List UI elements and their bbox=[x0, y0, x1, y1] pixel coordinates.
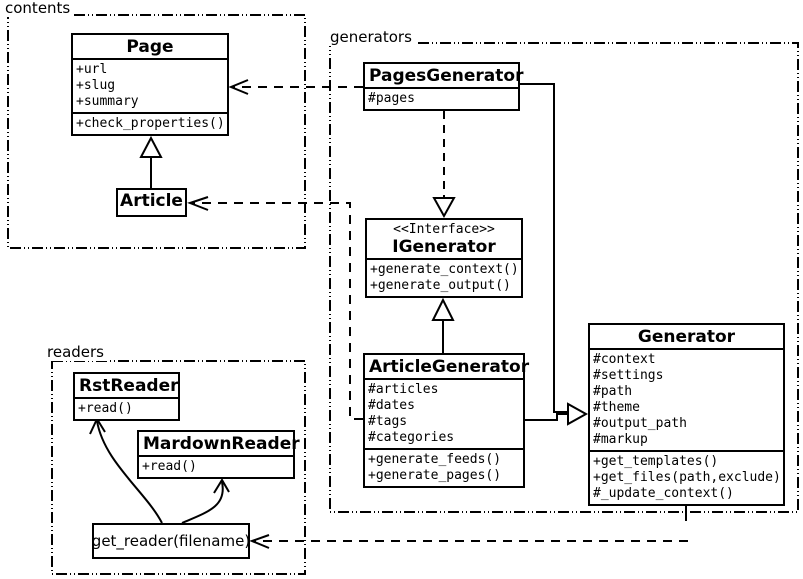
attribute: #categories bbox=[368, 430, 455, 445]
edge-getreader-to-rstreader bbox=[96, 420, 163, 524]
realization-triangle-igenerator bbox=[432, 197, 456, 219]
attribute: #dates bbox=[368, 398, 415, 413]
class-generator-attributes: #context #settings #path #theme #output_… bbox=[590, 348, 783, 450]
class-page-title: Page bbox=[126, 37, 174, 57]
class-rstreader: RstReader +read() bbox=[73, 372, 180, 421]
edge-pagesgenerator-to-generator bbox=[520, 83, 568, 413]
node-get-reader: get_reader(filename) bbox=[92, 523, 250, 559]
class-pagesgenerator-attributes: #pages bbox=[365, 87, 518, 109]
class-igenerator-methods: +generate_context() +generate_output() bbox=[367, 258, 521, 296]
attribute: #articles bbox=[368, 382, 439, 397]
class-generator-methods: +get_templates() +get_files(path,exclude… bbox=[590, 450, 783, 504]
class-page: Page +url +slug +summary +check_properti… bbox=[71, 33, 229, 136]
class-rstreader-methods: +read() bbox=[75, 397, 178, 419]
class-igenerator: <<Interface>> IGenerator +generate_conte… bbox=[365, 218, 523, 298]
package-label-contents: contents bbox=[2, 0, 74, 17]
class-articlegenerator-title: ArticleGenerator bbox=[369, 357, 530, 377]
method: +read() bbox=[78, 401, 133, 416]
method: +generate_output() bbox=[370, 278, 511, 293]
edge-getreader-to-markdownreader bbox=[181, 481, 224, 524]
attribute: +slug bbox=[76, 78, 116, 93]
inheritance-triangle-generator bbox=[567, 402, 589, 426]
method: +check_properties() bbox=[76, 116, 225, 131]
open-arrowhead-getreader bbox=[249, 534, 270, 549]
class-generator-title: Generator bbox=[637, 327, 736, 347]
attribute: #output_path bbox=[593, 416, 687, 431]
method: +get_templates() bbox=[593, 454, 719, 469]
class-article-title: Article bbox=[120, 191, 183, 211]
class-page-attributes: +url +slug +summary bbox=[73, 58, 227, 112]
class-rstreader-title: RstReader bbox=[79, 376, 179, 396]
class-markdownreader-methods: +read() bbox=[139, 455, 293, 477]
package-label-generators: generators bbox=[327, 29, 415, 46]
class-articlegenerator-methods: +generate_feeds() +generate_pages() bbox=[365, 448, 523, 486]
class-markdownreader: MardownReader +read() bbox=[137, 430, 300, 479]
package-readers-border bbox=[51, 360, 306, 575]
edge-articlegenerator-to-article bbox=[192, 202, 363, 420]
class-article: Article bbox=[116, 188, 187, 217]
attribute: #markup bbox=[593, 432, 648, 447]
package-label-readers: readers bbox=[44, 344, 107, 361]
package-generators-border bbox=[329, 42, 799, 513]
open-arrowhead-markdownreader bbox=[213, 478, 230, 494]
attribute: +url bbox=[76, 62, 108, 77]
attribute: #tags bbox=[368, 414, 408, 429]
method: +generate_feeds() bbox=[368, 452, 502, 467]
class-generator: Generator #context #settings #path #them… bbox=[588, 323, 785, 506]
class-igenerator-stereotype: <<Interface>> bbox=[393, 222, 495, 237]
attribute: #settings bbox=[593, 368, 664, 383]
method: +read() bbox=[142, 459, 197, 474]
inheritance-triangle-page bbox=[139, 135, 163, 158]
attribute: +summary bbox=[76, 94, 139, 109]
method: +generate_pages() bbox=[368, 468, 502, 483]
class-articlegenerator-attributes: #articles #dates #tags #categories bbox=[365, 378, 523, 448]
node-get-reader-label: get_reader(filename) bbox=[91, 532, 251, 550]
method: +get_files(path,exclude) bbox=[593, 470, 781, 485]
class-page-methods: +check_properties() bbox=[73, 112, 227, 134]
open-arrowhead-article bbox=[187, 196, 209, 211]
edge-articlegenerator-to-generator bbox=[525, 413, 568, 421]
attribute: #context bbox=[593, 352, 656, 367]
package-contents-border bbox=[7, 14, 306, 249]
class-markdownreader-title: MardownReader bbox=[143, 434, 300, 454]
method: +generate_context() bbox=[370, 262, 519, 277]
class-articlegenerator: ArticleGenerator #articles #dates #tags … bbox=[363, 353, 530, 488]
method: #_update_context() bbox=[593, 486, 734, 501]
open-arrowhead-page bbox=[228, 79, 249, 95]
inheritance-triangle-igenerator bbox=[431, 297, 455, 321]
class-igenerator-title: IGenerator bbox=[392, 237, 496, 257]
attribute: #theme bbox=[593, 400, 640, 415]
attribute: #path bbox=[593, 384, 633, 399]
class-pagesgenerator-title: PagesGenerator bbox=[369, 66, 524, 86]
class-pagesgenerator: PagesGenerator #pages bbox=[363, 62, 524, 111]
attribute: #pages bbox=[368, 91, 415, 106]
